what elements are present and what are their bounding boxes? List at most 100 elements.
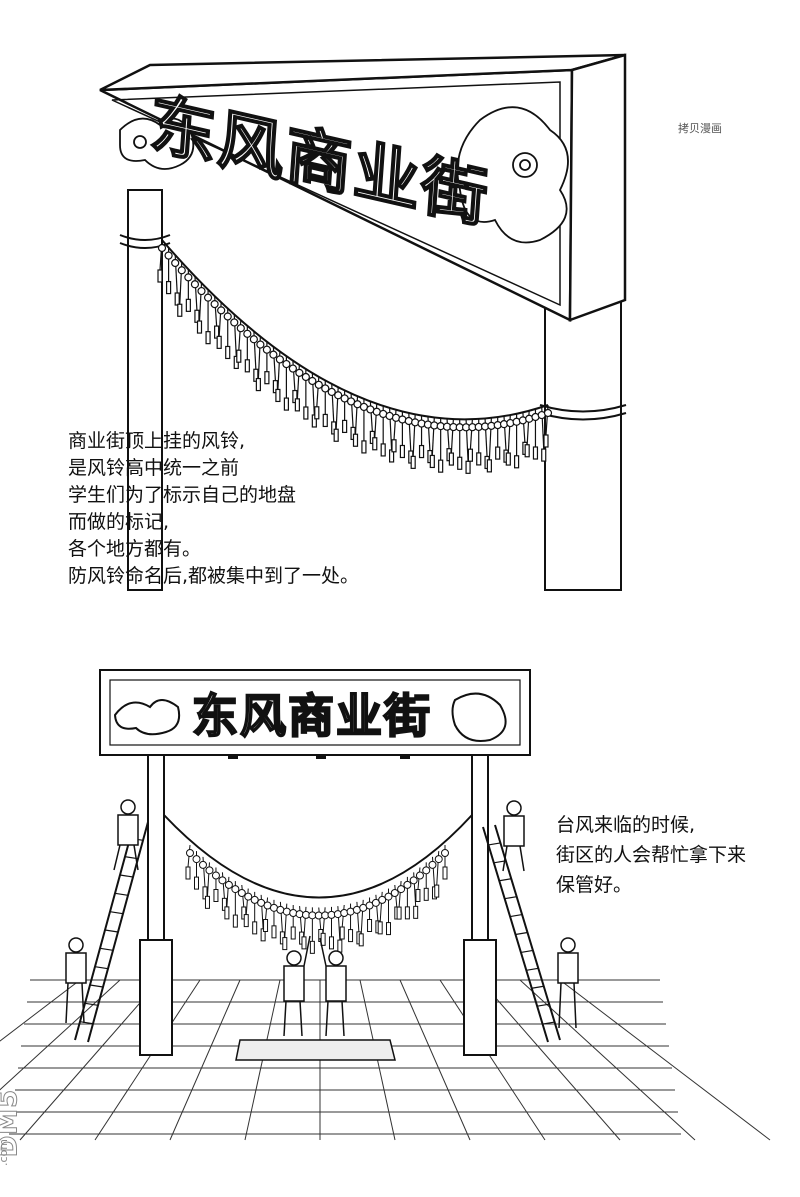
ladder-rung: [89, 984, 104, 988]
wind-bell: [256, 340, 265, 349]
tile-line: [559, 979, 771, 1141]
bell-paper-strip: [391, 439, 397, 453]
ladder-rung: [537, 1003, 550, 1007]
wind-bell: [164, 251, 173, 260]
wind-bell: [184, 273, 193, 282]
top-panel: 东风商业街 拷贝漫画 商业街顶上挂的风铃, 是风铃高中统一之前 学生们为了标示自…: [68, 53, 722, 591]
bell-paper-strip: [301, 936, 307, 950]
bell-paper-strip: [495, 446, 501, 460]
bell-paper-strip: [442, 866, 448, 880]
bell-paper-strip: [505, 452, 511, 466]
wind-bell: [422, 866, 431, 875]
ladder-rung: [84, 1002, 99, 1006]
ladder-rung: [109, 911, 124, 915]
bottom-sign-text: 东风商业街: [191, 688, 432, 744]
bell-paper-strip: [232, 914, 238, 928]
bell-paper-strip: [337, 939, 343, 953]
bell-paper-strip: [294, 398, 300, 412]
bell-paper-strip: [415, 889, 421, 902]
wind-bell: [390, 889, 399, 897]
bell-paper-strip: [157, 269, 163, 283]
bell-paper-strip: [465, 460, 471, 474]
wind-bell: [289, 909, 298, 917]
bell-paper-strip: [303, 406, 309, 420]
bell-paper-strip: [418, 444, 425, 459]
wind-bell: [403, 880, 412, 889]
bell-paper-strip: [213, 889, 219, 902]
wind-bell: [409, 876, 418, 885]
caption-line: 台风来临的时候,: [556, 814, 696, 836]
wind-bell: [543, 408, 553, 418]
bell-paper-strip: [423, 887, 429, 901]
wind-bell: [236, 324, 245, 333]
bell-string: [245, 888, 249, 915]
bottom-caption: 台风来临的时候, 街区的人会帮忙拿下来 保管好。: [556, 810, 746, 900]
wind-bell: [224, 880, 233, 889]
bell-paper-strip: [314, 406, 320, 420]
bell-paper-strip: [290, 926, 296, 940]
bell-paper-strip: [377, 921, 383, 935]
wind-bell: [243, 329, 252, 338]
wind-bell: [217, 306, 226, 315]
bell-paper-strip: [275, 388, 281, 403]
watermark-text: 拷贝漫画: [678, 122, 722, 135]
bell-paper-strip: [429, 454, 435, 469]
top-panel-illustration: [99, 53, 627, 591]
bell-paper-strip: [543, 434, 549, 448]
ladder-rung: [499, 878, 512, 882]
wind-bell: [282, 907, 291, 916]
bell-paper-strip: [204, 895, 210, 909]
wind-bell: [223, 312, 232, 321]
wind-bell: [197, 286, 206, 296]
wind-bell: [371, 898, 380, 907]
sign-lamps: [228, 755, 410, 759]
bell-paper-strip: [283, 397, 289, 411]
ladder-rung: [488, 842, 501, 846]
wind-bell: [250, 895, 259, 904]
wind-bell: [249, 335, 258, 344]
ladder-rung: [104, 929, 119, 933]
wind-bell: [314, 380, 323, 389]
bell-string: [221, 872, 225, 899]
bell-paper-strip: [467, 448, 473, 462]
wind-bell: [244, 892, 253, 901]
ladder-rung: [504, 896, 517, 900]
sign-posts: [139, 754, 497, 1056]
wind-bell: [321, 384, 330, 393]
caption-line: 商业街顶上挂的风铃,: [68, 430, 246, 452]
bell-paper-strip: [396, 906, 402, 920]
bell-paper-strip: [255, 377, 261, 392]
bell-paper-strip: [348, 929, 354, 943]
bell-paper-strip: [380, 443, 386, 457]
person-center-right: [319, 937, 347, 1037]
bell-paper-strip: [271, 925, 277, 939]
wind-bell: [428, 860, 437, 869]
bell-paper-strip: [224, 906, 230, 920]
bell-paper-strip: [282, 937, 288, 951]
bell-string: [299, 906, 303, 933]
wind-bell: [308, 376, 317, 386]
wind-bell: [384, 892, 393, 901]
bell-paper-strip: [486, 459, 492, 473]
tile-line: [439, 979, 546, 1141]
bell-paper-strip: [410, 455, 416, 469]
ladder-rung: [114, 892, 129, 896]
ladder-rung: [542, 1021, 555, 1025]
bell-rope: [163, 814, 473, 899]
top-caption: 商业街顶上挂的风铃, 是风铃高中统一之前 学生们为了标示自己的地盘 而做的标记,…: [68, 428, 359, 590]
right-post: [544, 289, 622, 591]
logo-sub-text: .com: [0, 1139, 10, 1166]
wind-bell: [327, 387, 336, 397]
bell-paper-strip: [165, 280, 172, 295]
wind-bell: [282, 359, 291, 369]
wind-bell: [411, 418, 420, 427]
wind-bell: [205, 866, 214, 875]
bell-paper-strip: [264, 371, 270, 385]
bell-paper-strip: [358, 933, 364, 947]
caption-line: 各个地方都有。: [68, 538, 202, 560]
sign-posts: [119, 189, 627, 591]
wind-bell: [157, 243, 167, 253]
wind-bell: [203, 293, 213, 302]
left-post-base: [139, 939, 173, 1056]
wind-bell: [275, 355, 284, 364]
